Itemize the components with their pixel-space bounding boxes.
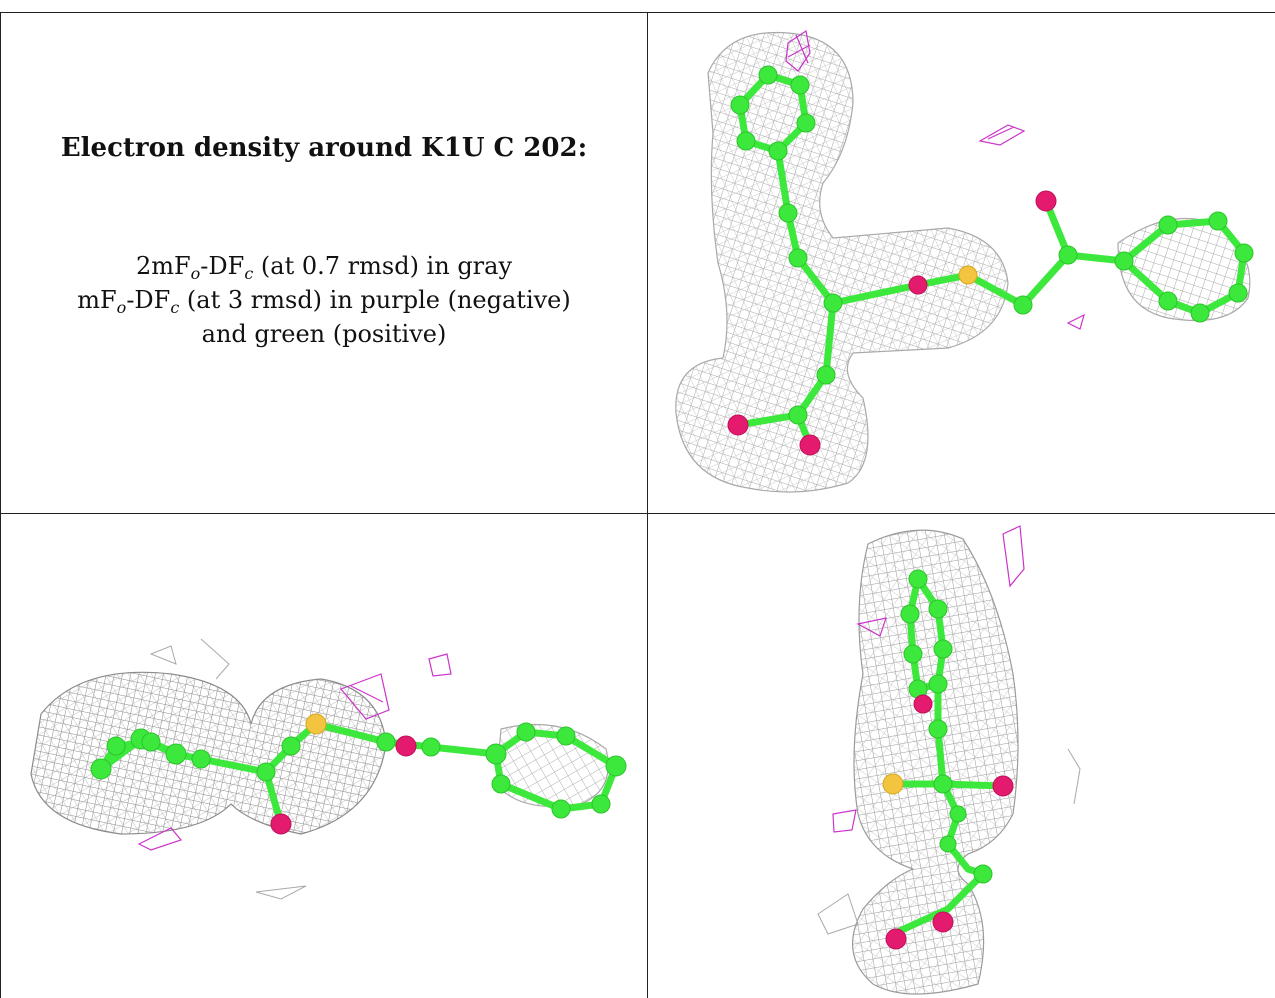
electron-density-mesh-icon: [817, 525, 1081, 995]
ligand-model-bottom-left: [90, 713, 627, 835]
caption-title: Electron density around K1U C 202:: [60, 133, 588, 163]
electron-density-mesh-icon: [675, 29, 1254, 493]
caption-fofc-rest: (at 3 rmsd) in purple (negative): [179, 286, 571, 314]
caption-line-positive: and green (positive): [201, 320, 447, 348]
caption-fofc-sub-o: o: [116, 298, 127, 317]
caption-2fofc-sub-o: o: [190, 264, 201, 283]
caption-fofc-sub-c: c: [170, 298, 180, 317]
caption-2fofc-prefix: 2mF: [135, 252, 191, 280]
caption-fofc-prefix: mF: [77, 286, 117, 314]
caption-2fofc-rest: (at 0.7 rmsd) in gray: [253, 252, 513, 280]
figure-table: Electron density around K1U C 202: 2mFo-…: [0, 12, 1275, 998]
view-bottom-right: [648, 514, 1275, 998]
caption-cell: Electron density around K1U C 202: 2mFo-…: [1, 13, 647, 513]
caption-line-fofc: mFo-DFc (at 3 rmsd) in purple (negative): [1, 283, 647, 325]
ligand-model-bottom-right: [882, 569, 1014, 950]
table-center-divider: [647, 12, 648, 998]
table-middle-border: [0, 513, 1275, 514]
table-top-border: [0, 12, 1275, 13]
view-bottom-left: [1, 514, 647, 998]
ligand-model-top-right: [727, 65, 1254, 456]
caption-fofc-mid: -DF: [126, 286, 171, 314]
table-left-border: [0, 12, 1, 998]
electron-density-mesh-icon: [30, 638, 627, 900]
caption-2fofc-sub-c: c: [244, 264, 254, 283]
caption-line-2fofc: 2mFo-DFc (at 0.7 rmsd) in gray: [1, 249, 647, 291]
caption-2fofc-mid: -DF: [200, 252, 245, 280]
view-top-right: [648, 13, 1275, 513]
